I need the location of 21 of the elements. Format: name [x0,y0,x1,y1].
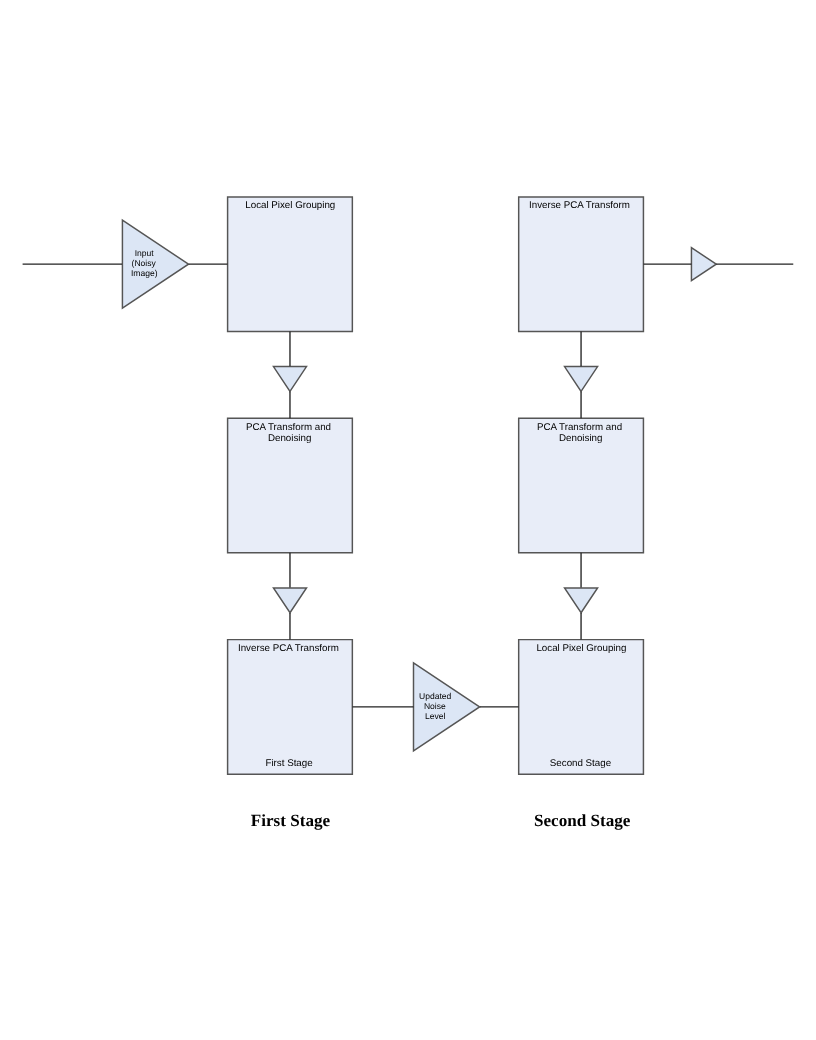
connector [289,329,291,366]
connector [21,262,123,264]
connector [289,551,291,588]
connector [580,551,582,588]
node-triangle [563,586,599,614]
connector [715,262,794,264]
connector [351,705,415,707]
label: Second Stage [533,809,631,830]
connector [479,705,520,707]
node-triangle [690,245,718,282]
node-triangle [272,364,308,392]
connector [289,611,291,640]
node-triangle [272,586,308,614]
connector [580,611,582,640]
node-triangle [563,364,599,392]
connector [188,262,229,264]
connector [642,262,693,264]
connector [289,389,291,418]
connector [580,389,582,418]
label: First Stage [250,809,331,830]
connector [580,329,582,366]
